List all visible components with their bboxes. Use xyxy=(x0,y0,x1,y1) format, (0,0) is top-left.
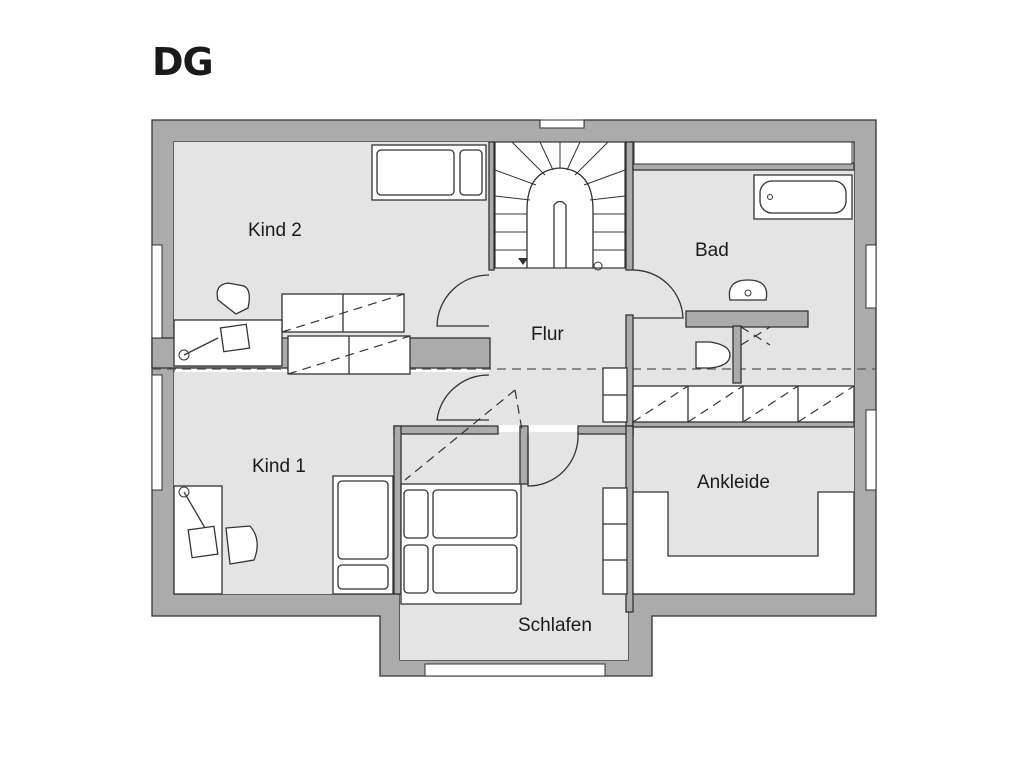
window-bad-right xyxy=(865,244,877,309)
bad-fixtures xyxy=(685,174,853,384)
ankleide-furniture xyxy=(632,385,855,595)
kind1-bed-pillow xyxy=(337,564,389,590)
kind1-desk-item xyxy=(178,486,190,498)
wall-stair-left xyxy=(488,141,495,271)
window-bad-top xyxy=(633,141,853,165)
window-kind2 xyxy=(151,244,163,339)
label-kind2: Kind 2 xyxy=(248,220,302,241)
wall-schlafen-top-right xyxy=(577,425,634,435)
door-bad[interactable] xyxy=(632,269,684,319)
wall-schlafen-door-post xyxy=(519,425,529,485)
ankleide-shelves xyxy=(632,491,855,595)
kind2-chair xyxy=(216,282,250,315)
stair-treads xyxy=(494,141,626,251)
wall-schlafen-top-left xyxy=(393,425,499,435)
bed-mattress-2 xyxy=(432,544,518,594)
wall-stair-right xyxy=(625,141,634,271)
label-bad: Bad xyxy=(695,240,729,261)
door-kind1[interactable] xyxy=(436,374,490,421)
kind1-chair xyxy=(225,525,258,565)
label-ankleide: Ankleide xyxy=(697,472,770,493)
kind1-desk-lamp xyxy=(187,525,219,559)
bed-pillow-2 xyxy=(403,544,429,594)
kind2-bed-pillow xyxy=(459,149,483,196)
stair-arrow-icon xyxy=(518,258,528,265)
bad-partition-post xyxy=(732,325,742,384)
label-schlafen: Schlafen xyxy=(518,615,592,636)
kind1-bed-mattress xyxy=(337,480,389,560)
shower-drain xyxy=(740,326,771,346)
label-kind1: Kind 1 xyxy=(252,456,306,477)
bad-partition xyxy=(685,310,809,328)
floor-title: DG xyxy=(152,40,214,84)
bed-mattress-1 xyxy=(432,489,518,539)
toilet xyxy=(695,341,731,369)
kind2-desk-item xyxy=(178,349,190,361)
wall-schlafen-left xyxy=(393,425,402,595)
kind1-furniture xyxy=(173,335,411,595)
window-stair xyxy=(539,119,585,129)
windows xyxy=(151,119,877,677)
staircase xyxy=(494,141,626,271)
kind2-bed-mattress xyxy=(376,149,455,196)
kind2-furniture xyxy=(173,144,487,367)
stair-eye xyxy=(553,200,567,268)
stair-start-marker xyxy=(593,261,603,271)
room-floors xyxy=(174,142,854,660)
bed-pillow-1 xyxy=(403,489,429,539)
window-ankleide-right xyxy=(865,409,877,491)
kind2-desk-lamp xyxy=(219,323,251,353)
door-kind2[interactable] xyxy=(436,274,490,327)
schlafen-cabinet xyxy=(602,487,628,595)
door-schlafen[interactable] xyxy=(527,433,579,487)
schlafen-furniture xyxy=(400,367,628,605)
bathtub-basin xyxy=(759,180,847,214)
door-swing-hint-right xyxy=(514,389,523,431)
door-swing-hint-left xyxy=(404,389,516,481)
label-flur: Flur xyxy=(531,324,564,345)
floor-kind1-extra xyxy=(394,372,490,432)
doors xyxy=(404,269,684,487)
room-labels: Kind 2 Kind 1 Flur Bad Ankleide Schlafen xyxy=(248,220,770,636)
window-schlafen xyxy=(424,663,606,677)
window-kind1 xyxy=(151,374,163,491)
